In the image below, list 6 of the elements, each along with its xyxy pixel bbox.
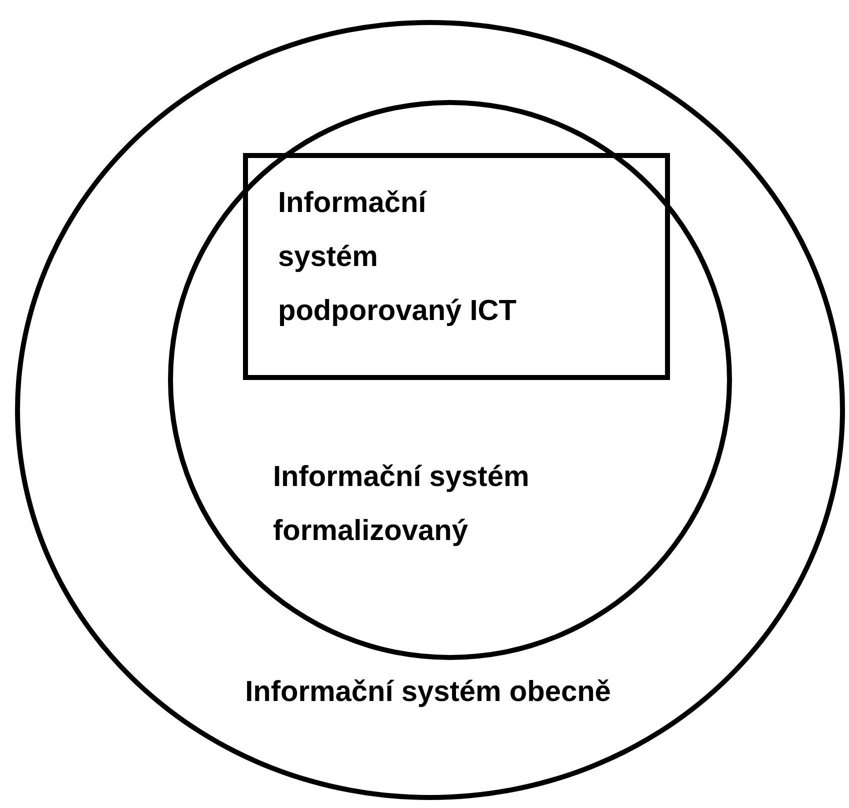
- node-label: Informační systém podporovaný ICT: [278, 186, 518, 329]
- rectangle-box: [243, 153, 670, 380]
- node-label: Informační systém obecně: [244, 675, 612, 710]
- inner-ellipse: [168, 100, 732, 660]
- node-label: Informační systém formalizovaný: [273, 460, 530, 549]
- outer-circle: [15, 20, 845, 800]
